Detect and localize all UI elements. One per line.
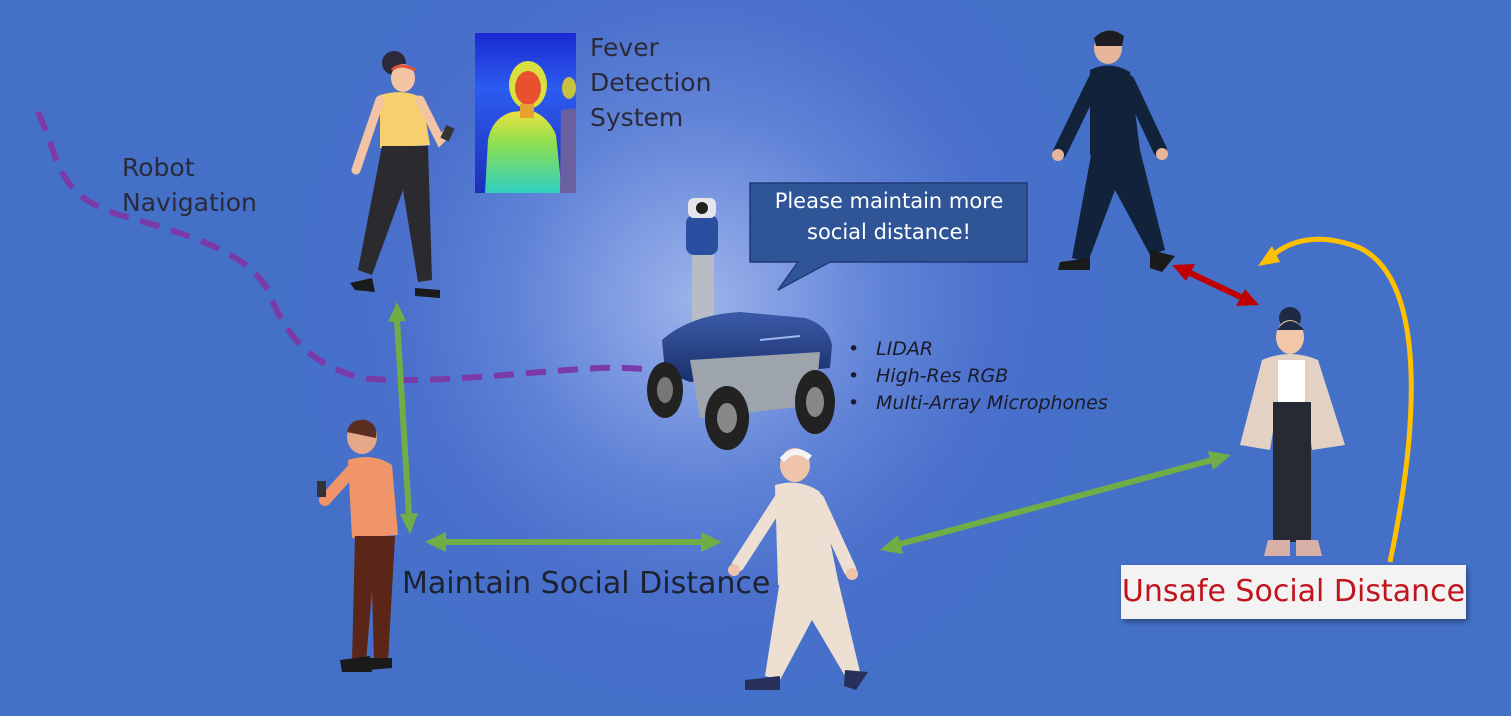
unsafe-distance-arrow xyxy=(1172,264,1259,306)
robot-navigation-label: Robot Navigation xyxy=(122,153,257,217)
navigation-path xyxy=(35,110,713,384)
unsafe-distance-label: Unsafe Social Distance xyxy=(1121,565,1466,619)
person-woman-walking-phone xyxy=(350,51,455,298)
security-robot xyxy=(647,198,835,450)
sensor-item: Multi-Array Microphones xyxy=(846,390,1108,417)
sensor-list: LIDAR High-Res RGB Multi-Array Microphon… xyxy=(846,336,1108,417)
fever-detection-label: Fever Detection System xyxy=(590,33,712,132)
safe-distance-arrows xyxy=(388,302,1231,554)
maintain-distance-label: Maintain Social Distance xyxy=(402,566,771,601)
person-man-walking-navy xyxy=(1052,30,1175,272)
curved-warning-arrow xyxy=(1258,236,1414,563)
speech-bubble-text: Please maintain more social distance! xyxy=(774,189,1004,244)
person-elderly-walking xyxy=(728,448,868,690)
speech-bubble-shape xyxy=(749,182,1028,291)
person-man-standing-phone xyxy=(317,419,398,672)
sensor-item: High-Res RGB xyxy=(846,363,1108,390)
thermal-camera-image xyxy=(475,33,576,193)
person-woman-standing xyxy=(1240,307,1345,556)
sensor-item: LIDAR xyxy=(846,336,1108,363)
